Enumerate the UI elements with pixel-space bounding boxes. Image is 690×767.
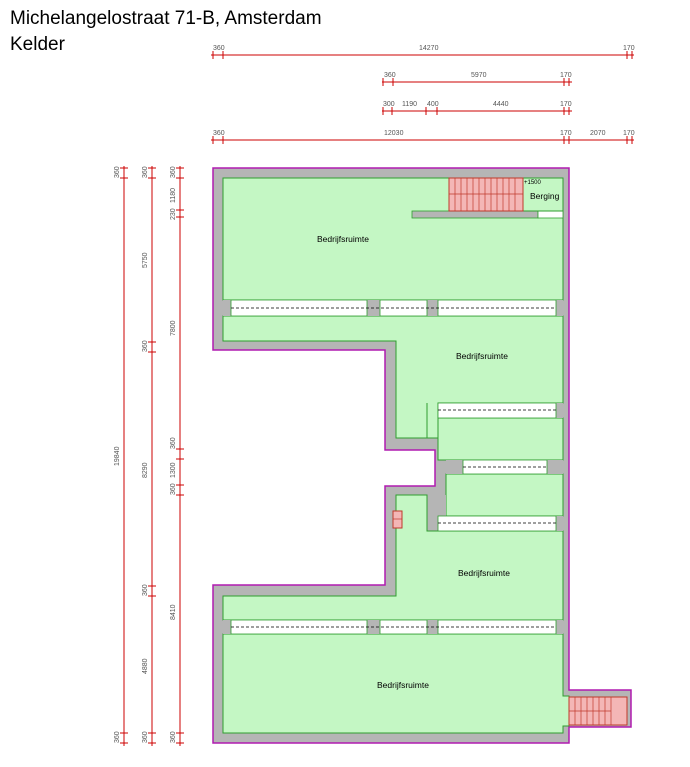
dim-left1-b: 19840 xyxy=(114,446,121,466)
dim-top1-b: 14270 xyxy=(419,45,439,52)
dim-top4-c: 170 xyxy=(560,130,572,137)
dim-left3-a: 360 xyxy=(170,166,177,178)
building: Bedrijfsruimte Bedrijfsruimte Bedrijfsru… xyxy=(212,167,632,744)
dim-left2-c: 360 xyxy=(142,340,149,352)
beam-row-mid2 xyxy=(446,459,563,475)
dim-top3-a: 300 xyxy=(383,101,395,108)
beam-row-top xyxy=(223,299,563,317)
floor-title: Kelder xyxy=(10,34,65,55)
dim-top1-a: 360 xyxy=(213,45,225,52)
dim-top3-e: 170 xyxy=(560,101,572,108)
dim-left1-c: 360 xyxy=(114,731,121,743)
dim-left3-c: 230 xyxy=(170,208,177,220)
dim-top4-e: 170 xyxy=(623,130,635,137)
dim-top4-d: 2070 xyxy=(590,130,606,137)
dim-top3-c: 400 xyxy=(427,101,439,108)
dim-left2-e: 360 xyxy=(142,584,149,596)
room-label-2: Bedrijfsruimte xyxy=(456,351,508,361)
dim-top2-a: 360 xyxy=(384,72,396,79)
stair-top xyxy=(448,177,524,212)
dim-top4-a: 360 xyxy=(213,130,225,137)
dimension-lines-top: 360 14270 170 360 5970 170 300 1190 400 … xyxy=(211,45,635,144)
dim-left3-i: 360 xyxy=(170,731,177,743)
dim-left2-f: 4880 xyxy=(142,658,149,674)
room-2 xyxy=(222,315,564,439)
dimension-lines-left: 360 19840 360 360 5750 360 8290 360 4880… xyxy=(114,166,184,746)
stair-bottom xyxy=(568,696,628,726)
room-label-3: Bedrijfsruimte xyxy=(458,568,510,578)
dim-top2-c: 170 xyxy=(560,72,572,79)
dim-top1-c: 170 xyxy=(623,45,635,52)
dim-left3-h: 8410 xyxy=(170,604,177,620)
beam-row-mid3 xyxy=(437,515,563,532)
address-title: Michelangelostraat 71-B, Amsterdam xyxy=(10,8,322,29)
beam-row-bottom xyxy=(223,619,563,635)
dim-left1-a: 360 xyxy=(114,166,121,178)
dim-top2-b: 5970 xyxy=(471,72,487,79)
dim-top4-b: 12030 xyxy=(384,130,404,137)
plan-title: Michelangelostraat 71-B, Amsterdam Kelde… xyxy=(10,6,322,58)
dim-left3-b: 1180 xyxy=(170,188,177,203)
dim-left2-b: 5750 xyxy=(142,252,149,268)
beam-row-mid1 xyxy=(437,402,563,419)
dim-left2-a: 360 xyxy=(142,166,149,178)
dim-left2-g: 360 xyxy=(142,731,149,743)
dim-left3-g: 360 xyxy=(170,483,177,495)
room-4 xyxy=(222,633,570,734)
dim-left3-e: 360 xyxy=(170,437,177,449)
dim-left2-d: 8290 xyxy=(142,462,149,478)
berging xyxy=(522,177,564,212)
dim-top3-d: 4440 xyxy=(493,101,509,108)
dim-left3-d: 7800 xyxy=(170,320,177,336)
small-shaft xyxy=(392,510,403,529)
dim-top3-b: 1190 xyxy=(402,101,417,108)
stair-level-label: +1500 xyxy=(524,180,542,186)
dim-left3-f: 1300 xyxy=(170,462,177,478)
berging-label: Berging xyxy=(530,191,560,201)
room-label-1: Bedrijfsruimte xyxy=(317,234,369,244)
room-label-4: Bedrijfsruimte xyxy=(377,680,429,690)
